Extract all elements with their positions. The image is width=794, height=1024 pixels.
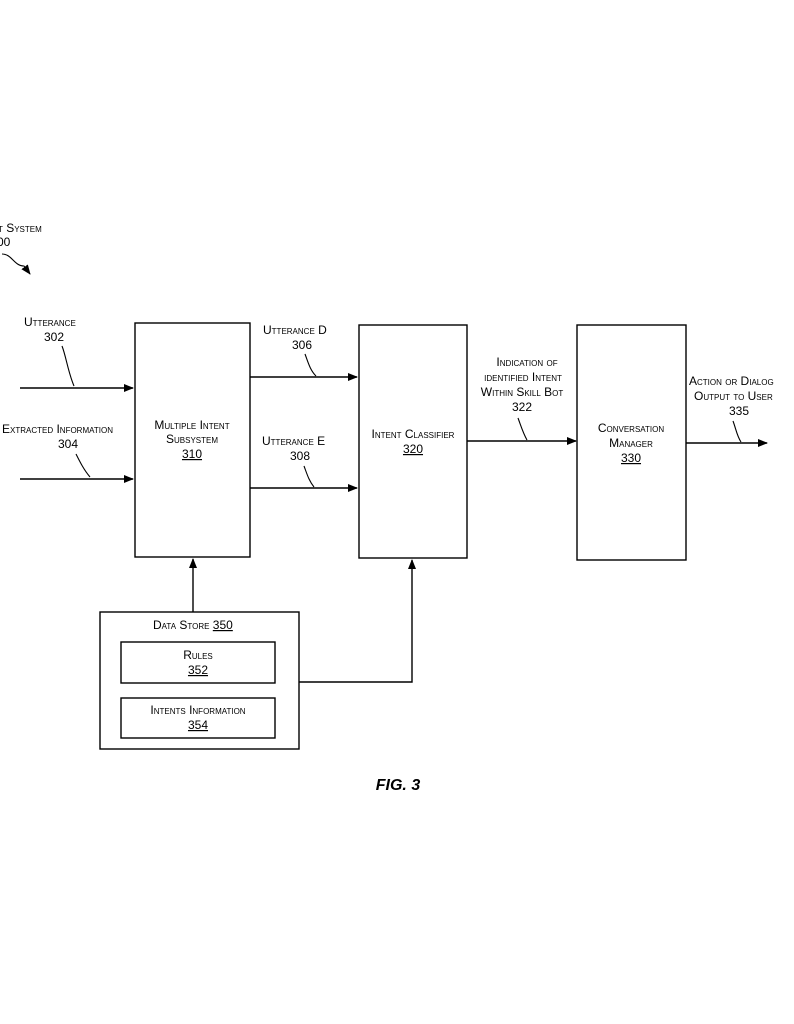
extracted-info-leader bbox=[75, 453, 91, 478]
conversation-manager-line2: Manager bbox=[609, 436, 653, 450]
intent-classifier-label: Intent Classifier bbox=[372, 427, 455, 441]
figure-caption: FIG. 3 bbox=[376, 777, 421, 794]
intents-information-number: 354 bbox=[188, 718, 208, 732]
output-number: 335 bbox=[729, 404, 749, 418]
utterance-d-number: 306 bbox=[292, 338, 312, 352]
rules-number: 352 bbox=[188, 663, 208, 677]
intent-classifier-box bbox=[358, 324, 468, 559]
conversation-manager-number: 330 bbox=[621, 451, 641, 465]
utterance-e-leader bbox=[303, 465, 315, 488]
indication-line1: Indication of bbox=[496, 355, 557, 369]
data-store-label: Data Store 350 bbox=[153, 618, 233, 632]
system-title: t System bbox=[0, 221, 42, 235]
indication-line3: Within Skill Bot bbox=[481, 385, 564, 399]
indication-line2: identified Intent bbox=[484, 370, 562, 384]
multiple-intent-line2: Subsystem bbox=[166, 432, 218, 446]
utterance-label: Utterance bbox=[24, 315, 76, 329]
intents-information-box bbox=[120, 697, 276, 739]
extracted-info-label: Extracted Information bbox=[2, 422, 113, 436]
conversation-manager-box bbox=[576, 324, 687, 561]
intents-information-label: Intents Information bbox=[150, 703, 245, 717]
intent-classifier-number: 320 bbox=[403, 442, 423, 456]
output-line1: Action or Dialog bbox=[689, 374, 774, 388]
output-leader bbox=[732, 420, 742, 443]
system-number: 00 bbox=[0, 235, 11, 249]
system-pointer-arrow bbox=[1, 253, 31, 275]
indication-leader bbox=[517, 417, 528, 441]
utterance-e-label: Utterance E bbox=[262, 434, 325, 448]
multiple-intent-number: 310 bbox=[182, 447, 202, 461]
output-line2: Output to User bbox=[694, 389, 773, 403]
indication-number: 322 bbox=[512, 400, 532, 414]
datastore-to-intent-classifier-arrow bbox=[299, 559, 416, 683]
utterance-e-number: 308 bbox=[290, 449, 310, 463]
multiple-intent-line1: Multiple Intent bbox=[154, 418, 229, 432]
utterance-d-leader bbox=[304, 353, 317, 377]
rules-label: Rules bbox=[183, 648, 213, 662]
utterance-d-label: Utterance D bbox=[263, 323, 327, 337]
conversation-manager-line1: Conversation bbox=[598, 421, 665, 435]
multiple-intent-subsystem-box bbox=[134, 322, 251, 558]
extracted-info-number: 304 bbox=[58, 437, 78, 451]
rules-box bbox=[120, 641, 276, 684]
utterance-leader bbox=[61, 345, 75, 387]
utterance-number: 302 bbox=[44, 330, 64, 344]
